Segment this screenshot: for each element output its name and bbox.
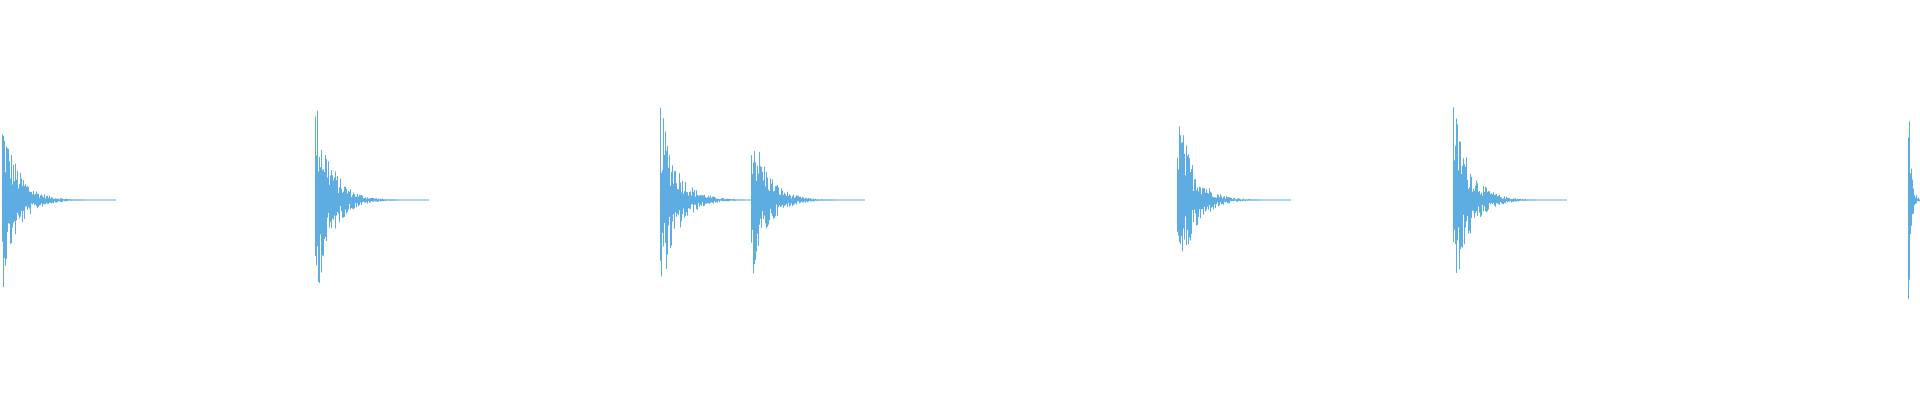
transient-path xyxy=(660,107,777,277)
transient-path xyxy=(1453,107,1567,273)
transient-path xyxy=(1908,121,1920,299)
waveform-transient xyxy=(1908,121,1920,299)
waveform-transient xyxy=(660,107,777,277)
waveform-transient xyxy=(1177,126,1291,252)
waveform-transient xyxy=(1453,107,1567,273)
transients-layer xyxy=(2,107,1920,299)
transient-path xyxy=(315,110,429,283)
transient-path xyxy=(2,134,116,288)
waveform-transient xyxy=(751,151,865,274)
transient-path xyxy=(751,151,865,274)
waveform-transient xyxy=(315,110,429,283)
waveform-transient xyxy=(2,134,116,288)
transient-path xyxy=(1177,126,1291,252)
